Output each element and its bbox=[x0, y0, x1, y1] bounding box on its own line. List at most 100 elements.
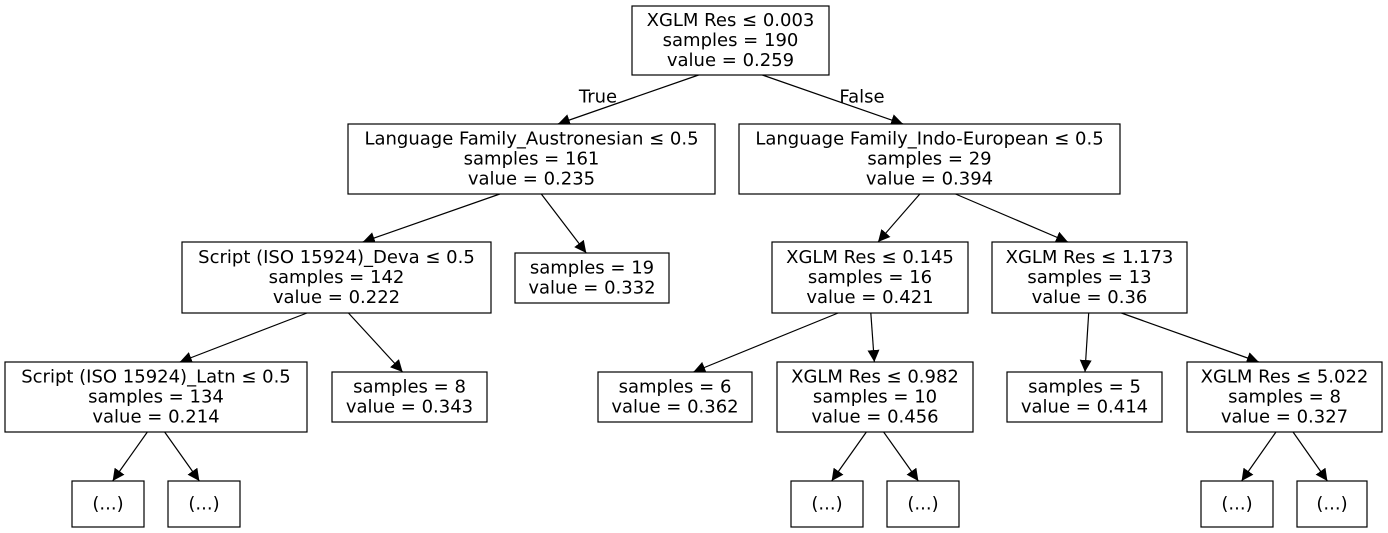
node-box bbox=[1200, 480, 1274, 528]
node-line: (...) bbox=[907, 494, 938, 515]
tree-edge-n6-n11 bbox=[1079, 312, 1092, 373]
node-line: XGLM Res ≤ 5.022 bbox=[1201, 367, 1369, 388]
node-line: (...) bbox=[188, 494, 219, 515]
node-line: XGLM Res ≤ 0.003 bbox=[647, 10, 815, 31]
node-line: value = 0.222 bbox=[273, 287, 400, 308]
tree-edge-n6-n12 bbox=[1121, 312, 1260, 364]
node-box bbox=[1296, 480, 1368, 528]
tree-node-t6: (...) bbox=[1296, 480, 1368, 528]
tree-edge-n12-t5 bbox=[1241, 431, 1277, 482]
node-line: Script (ISO 15924)_Latn ≤ 0.5 bbox=[21, 367, 291, 388]
tree-edge-n5-n9 bbox=[693, 312, 839, 374]
node-line: samples = 16 bbox=[808, 267, 932, 288]
node-line: samples = 10 bbox=[813, 387, 937, 408]
node-line: value = 0.332 bbox=[528, 278, 655, 299]
node-line: samples = 142 bbox=[269, 267, 405, 288]
node-line: samples = 13 bbox=[1027, 267, 1151, 288]
node-line: samples = 134 bbox=[88, 387, 224, 408]
node-line: value = 0.36 bbox=[1032, 287, 1148, 308]
node-box bbox=[1006, 371, 1163, 423]
tree-node-n1: Language Family_Austronesian ≤ 0.5sample… bbox=[347, 123, 716, 195]
node-line: value = 0.456 bbox=[811, 407, 938, 428]
tree-edge-n3-n8 bbox=[347, 312, 404, 373]
node-line: value = 0.327 bbox=[1221, 407, 1348, 428]
node-line: value = 0.421 bbox=[806, 287, 933, 308]
tree-edge-n7-t2 bbox=[164, 431, 200, 482]
edge-label-false: False bbox=[839, 87, 884, 108]
node-box bbox=[347, 123, 716, 195]
tree-node-t1: (...) bbox=[71, 480, 145, 528]
tree-edge-n7-t1 bbox=[112, 431, 148, 482]
node-line: value = 0.343 bbox=[346, 397, 473, 418]
tree-edge-n2-n6 bbox=[955, 193, 1069, 243]
node-line: XGLM Res ≤ 1.173 bbox=[1006, 247, 1174, 268]
node-line: samples = 5 bbox=[1028, 377, 1141, 398]
node-box bbox=[181, 241, 492, 314]
tree-edge-n10-t4 bbox=[883, 431, 919, 482]
node-box bbox=[597, 371, 753, 423]
node-box bbox=[4, 361, 308, 433]
node-box bbox=[167, 480, 241, 528]
node-line: (...) bbox=[1221, 494, 1252, 515]
edges-layer: True False bbox=[112, 74, 1328, 482]
node-line: (...) bbox=[92, 494, 123, 515]
edge-label-true: True bbox=[578, 87, 617, 108]
node-line: Language Family_Indo-European ≤ 0.5 bbox=[755, 129, 1103, 150]
tree-edge-n12-t6 bbox=[1292, 431, 1328, 482]
tree-edge-root-n1 bbox=[557, 74, 699, 126]
node-box bbox=[514, 252, 670, 304]
node-box bbox=[1186, 361, 1383, 433]
tree-node-n2: Language Family_Indo-European ≤ 0.5sampl… bbox=[738, 123, 1121, 195]
node-line: value = 0.394 bbox=[866, 169, 993, 190]
node-line: (...) bbox=[1316, 494, 1347, 515]
node-line: samples = 190 bbox=[663, 30, 799, 51]
node-line: samples = 161 bbox=[464, 149, 600, 170]
tree-edge-n1-n3 bbox=[362, 193, 501, 244]
node-box bbox=[790, 480, 864, 528]
tree-edge-n2-n5 bbox=[877, 193, 921, 243]
node-box bbox=[776, 361, 974, 433]
node-line: value = 0.259 bbox=[667, 50, 794, 71]
node-line: XGLM Res ≤ 0.145 bbox=[786, 247, 954, 268]
node-box bbox=[738, 123, 1121, 195]
node-line: samples = 6 bbox=[619, 377, 732, 398]
node-line: Language Family_Austronesian ≤ 0.5 bbox=[364, 129, 698, 150]
node-box bbox=[631, 5, 830, 76]
node-line: samples = 19 bbox=[530, 258, 654, 279]
node-line: samples = 8 bbox=[353, 377, 466, 398]
node-line: XGLM Res ≤ 0.982 bbox=[791, 367, 959, 388]
node-line: value = 0.214 bbox=[92, 407, 219, 428]
node-box bbox=[771, 241, 969, 314]
node-box bbox=[991, 241, 1188, 314]
node-line: samples = 29 bbox=[867, 149, 991, 170]
tree-node-t2: (...) bbox=[167, 480, 241, 528]
node-line: value = 0.414 bbox=[1021, 397, 1148, 418]
tree-node-t3: (...) bbox=[790, 480, 864, 528]
tree-edge-n1-n4 bbox=[540, 193, 587, 254]
tree-edge-n10-t3 bbox=[831, 431, 867, 482]
tree-node-t4: (...) bbox=[886, 480, 960, 528]
node-line: Script (ISO 15924)_Deva ≤ 0.5 bbox=[198, 247, 475, 268]
tree-edge-n5-n10 bbox=[867, 312, 880, 363]
node-line: (...) bbox=[811, 494, 842, 515]
tree-edge-n3-n7 bbox=[179, 312, 308, 364]
tree-edge-root-n2 bbox=[762, 74, 904, 126]
tree-node-t5: (...) bbox=[1200, 480, 1274, 528]
node-box bbox=[71, 480, 145, 528]
node-line: value = 0.362 bbox=[611, 397, 738, 418]
node-box bbox=[886, 480, 960, 528]
node-line: samples = 8 bbox=[1228, 387, 1341, 408]
